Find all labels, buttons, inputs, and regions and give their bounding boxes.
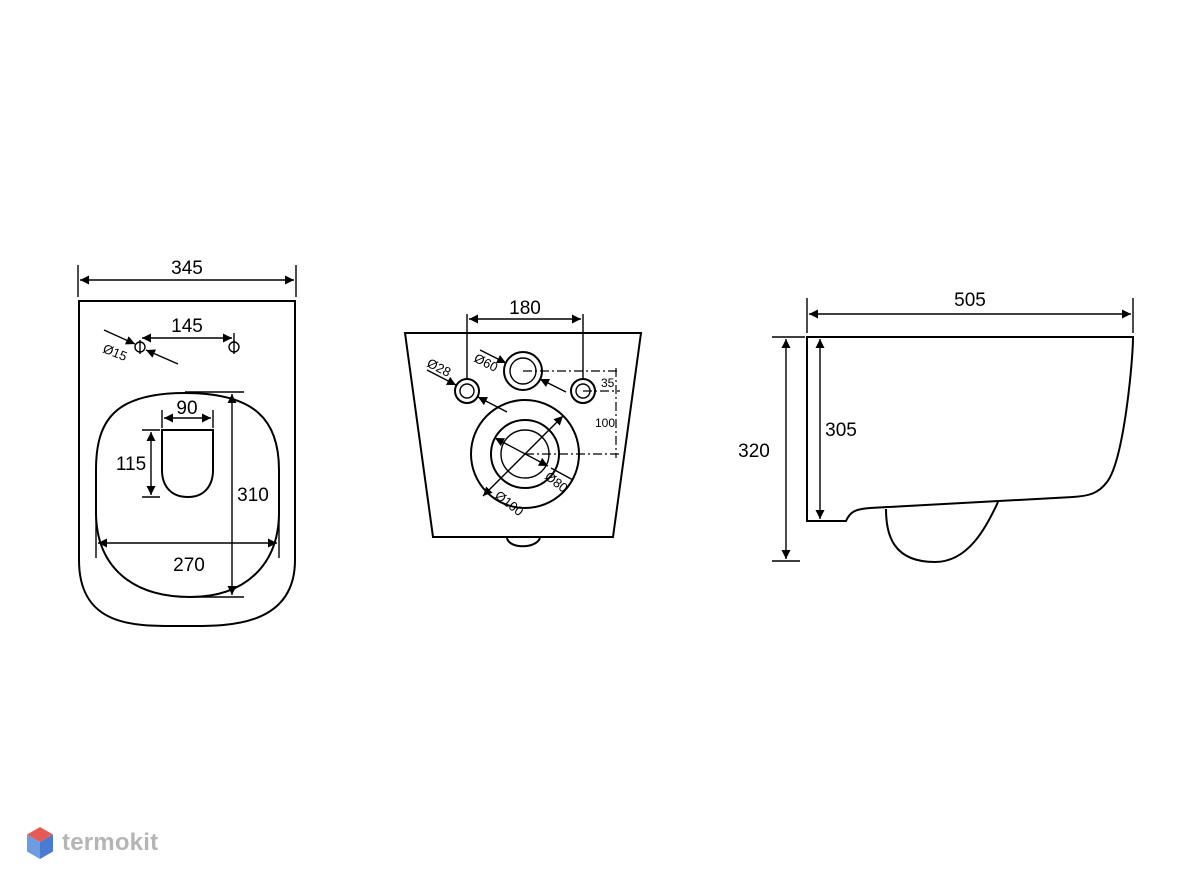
rear-view: 180 35 100 Ø28 Ø60 Ø80 Ø100 (403, 298, 643, 548)
spigot-bottom (506, 537, 541, 548)
dim-height-320: 320 (738, 441, 770, 462)
side-view-spigot (885, 501, 999, 564)
dim-outlet-inner-diameter: Ø80 (542, 469, 571, 496)
side-view-outline (806, 336, 1135, 522)
dim-hole-diameter: Ø15 (101, 341, 129, 364)
bolt-hole-left-inner (459, 383, 475, 399)
bolt-hole-left-outer (454, 378, 480, 404)
dim-length-505: 505 (954, 290, 986, 311)
termokit-logo: termokit (26, 826, 158, 860)
dim-outlet-offset-100: 100 (595, 416, 615, 430)
fixing-hole-right (228, 340, 240, 354)
dim-width-345: 345 (171, 258, 203, 279)
fixing-hole-left (134, 340, 146, 354)
dim-opening-depth-115: 115 (116, 454, 146, 475)
dim-bowl-width-270: 270 (173, 555, 205, 576)
rear-view-outline (403, 332, 643, 538)
dim-hole-spacing-145: 145 (171, 316, 203, 337)
dim-bowl-depth-310: 310 (237, 485, 269, 506)
dim-bolt-spacing-180: 180 (509, 298, 541, 319)
logo-text: termokit (62, 829, 159, 856)
cube-logo-icon (27, 827, 53, 859)
top-view: 345 145 Ø15 90 115 310 270 (77, 258, 297, 628)
dim-inlet-offset-35: 35 (601, 376, 615, 390)
dim-outlet-outer-diameter: Ø100 (492, 488, 526, 519)
dim-height-305: 305 (825, 420, 857, 441)
dim-opening-width-90: 90 (176, 398, 197, 419)
top-view-outline (78, 300, 296, 628)
bowl-opening (161, 429, 214, 499)
dim-inlet-diameter: Ø60 (472, 350, 501, 375)
side-view: 505 320 305 (738, 290, 1135, 564)
